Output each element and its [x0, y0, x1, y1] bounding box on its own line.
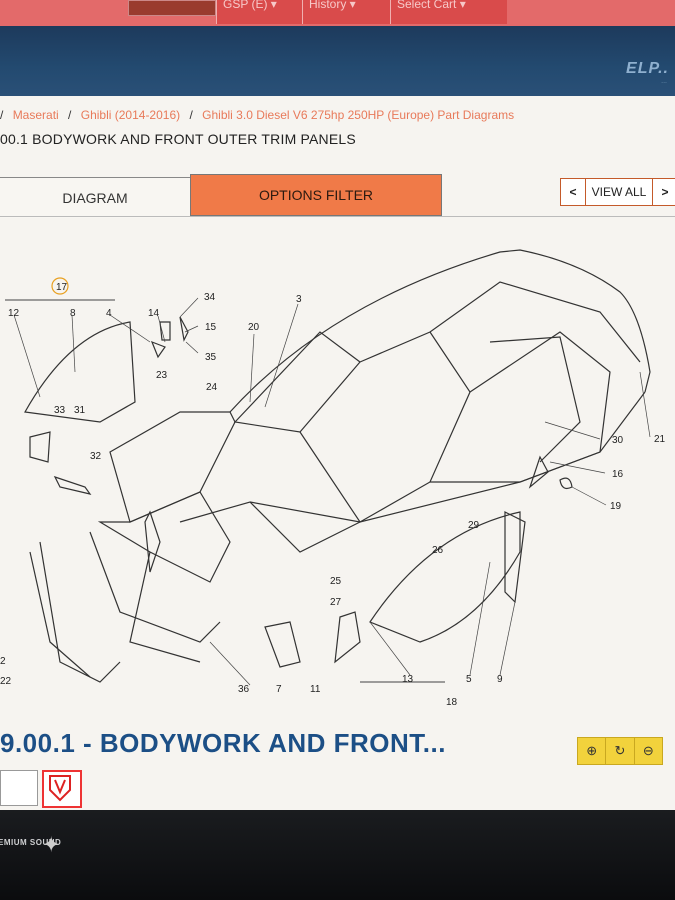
callout: 16: [612, 469, 624, 480]
tab-diagram[interactable]: DIAGRAM: [0, 177, 190, 218]
next-button[interactable]: >: [661, 185, 669, 199]
callout-numbers: 17 12 8 4 14 34 15 35 3 20 23 24 33 31 3…: [0, 277, 666, 708]
monitor-bezel: [0, 810, 675, 900]
callout: 14: [148, 308, 160, 319]
tab-divider: [0, 216, 675, 217]
reset-icon[interactable]: ↻: [606, 738, 635, 764]
page-title: 00.1 BODYWORK AND FRONT OUTER TRIM PANEL…: [0, 131, 356, 147]
view-all-button[interactable]: VIEW ALL: [585, 179, 653, 205]
callout: 26: [432, 545, 444, 556]
callout: 18: [446, 697, 458, 708]
callout: 15: [205, 322, 217, 333]
callout: 21: [654, 434, 666, 445]
zoom-in-icon[interactable]: ⊕: [578, 738, 607, 764]
callout-leaders: [13, 297, 651, 686]
callout: 9: [497, 674, 503, 685]
menu-select-cart[interactable]: Select Cart ▾: [390, 0, 507, 24]
menu-gsp[interactable]: GSP (E) ▾: [216, 0, 311, 24]
tab-options-filter[interactable]: OPTIONS FILTER: [190, 174, 442, 216]
callout: 12: [8, 308, 20, 319]
brand-logo: ELP..: [626, 60, 669, 77]
callout: 5: [466, 674, 472, 685]
callout: 35: [205, 352, 217, 363]
callout: 29: [468, 520, 480, 531]
menu-history[interactable]: History ▾: [302, 0, 397, 24]
callout: 36: [238, 684, 250, 695]
callout: 17: [56, 282, 68, 293]
zoom-out-icon[interactable]: ⊖: [642, 743, 654, 758]
thumbnail-strip: [0, 770, 86, 808]
thumbnail-diagram[interactable]: [0, 770, 38, 806]
callout: 22: [0, 676, 12, 687]
callout: 25: [330, 576, 342, 587]
callout: 3: [296, 294, 302, 305]
thumbnail-active[interactable]: [42, 770, 82, 808]
callout: 32: [90, 451, 102, 462]
breadcrumb: / Maserati / Ghibli (2014-2016) / Ghibli…: [0, 108, 515, 122]
callout: 31: [74, 405, 86, 416]
star-logo-icon: ✦: [42, 832, 61, 857]
callout: 24: [206, 382, 218, 393]
callout: 4: [106, 308, 112, 319]
callout: 2: [0, 656, 6, 667]
breadcrumb-variant[interactable]: Ghibli 3.0 Diesel V6 275hp 250HP (Europe…: [202, 108, 515, 122]
breadcrumb-make[interactable]: Maserati: [12, 108, 59, 122]
callout: 13: [402, 674, 414, 685]
parts-diagram[interactable]: 17 12 8 4 14 34 15 35 3 20 23 24 33 31 3…: [0, 222, 675, 722]
callout: 20: [248, 322, 260, 333]
brand-emblem-icon: [49, 775, 71, 802]
zoom-toolbar: ⊕ ↻ ⊖: [577, 737, 663, 765]
callout: 11: [310, 684, 321, 695]
top-menu-block[interactable]: [128, 0, 216, 16]
callout: 27: [330, 597, 342, 608]
callout: 23: [156, 370, 168, 381]
callout: 33: [54, 405, 66, 416]
top-menu-bar: GSP (E) ▾ History ▾ Select Cart ▾: [0, 0, 675, 26]
callout: 19: [610, 501, 622, 512]
diagram-pager: < VIEW ALL >: [560, 178, 675, 206]
callout: 34: [204, 292, 216, 303]
callout: 7: [276, 684, 282, 695]
brand-tagline: ...: [661, 78, 667, 85]
callout: 8: [70, 308, 76, 319]
car-body-drawing: [5, 249, 651, 683]
car-body-diagram: 17 12 8 4 14 34 15 35 3 20 23 24 33 31 3…: [0, 249, 666, 708]
bezel-badge: EMIUM SOUND: [0, 838, 62, 847]
callout: 30: [612, 435, 624, 446]
breadcrumb-model[interactable]: Ghibli (2014-2016): [80, 108, 181, 122]
brand-header: ELP.. ...: [0, 26, 675, 96]
prev-button[interactable]: <: [569, 185, 577, 199]
browser-screen: GSP (E) ▾ History ▾ Select Cart ▾ ELP.. …: [0, 0, 675, 810]
diagram-caption: 9.00.1 - BODYWORK AND FRONT...: [0, 728, 446, 758]
